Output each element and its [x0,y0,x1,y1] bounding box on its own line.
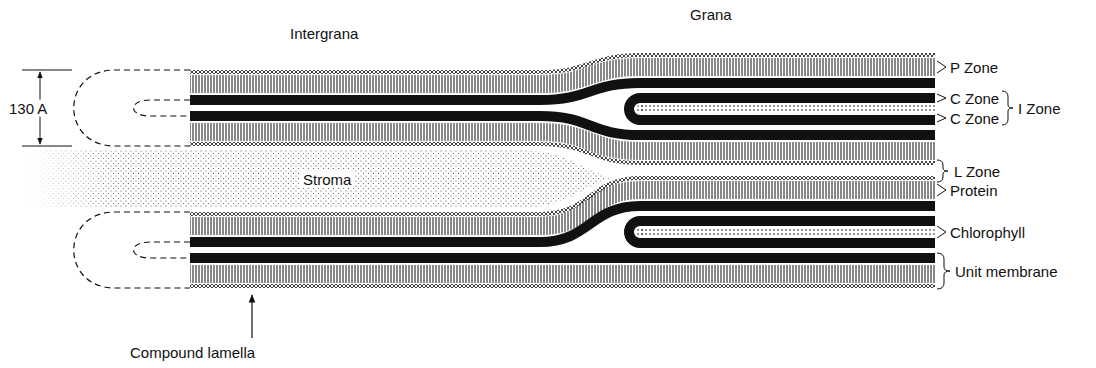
membrane-layer [190,253,935,263]
dashed-loop [74,70,190,146]
zone-label: P Zone [950,59,998,76]
pointer-arrow [251,295,252,338]
compound-lamella [74,178,935,288]
chlorophyll-layer [640,228,935,236]
dimension-tick [22,70,72,71]
membrane-layer [190,144,935,163]
membrane-layer [190,265,935,283]
dashed-loop [74,212,190,288]
stroma-fade [28,148,118,210]
pointer-chevron [937,61,946,73]
brace [937,253,950,289]
zone-label: C Zone [950,110,999,127]
dimension-tick [22,146,72,147]
pointer-chevron [937,94,946,102]
region-label: Grana [690,6,732,23]
grana-fold [629,98,935,120]
pointer-chevron [937,184,946,196]
brace [1002,91,1013,125]
membrane-layer [190,206,935,242]
fold-tip [636,105,644,113]
zone-label: I Zone [1018,100,1061,117]
part-label: Chlorophyll [950,224,1025,241]
dashed-loop [134,100,191,116]
dashed-loop [134,242,191,258]
region-label: Intergrana [290,25,358,42]
part-label: Unit membrane [955,263,1058,280]
zone-label: L Zone [954,163,1000,180]
brace [937,160,948,182]
grana-fold [629,221,935,243]
zone-label: C Zone [950,90,999,107]
part-label: Compound lamella [130,344,255,361]
part-label: Protein [950,182,998,199]
lamella-bands [74,55,935,288]
chlorophyll-layer [640,105,935,113]
membrane-layer [190,132,935,151]
membrane-layer [190,284,935,288]
pointer-chevron [937,114,946,122]
dimension-label: 130 A [6,100,50,117]
pointer-chevron [937,226,946,238]
fold-tip [636,228,644,236]
region-label: Stroma [300,171,354,188]
compound-lamella [74,55,935,163]
